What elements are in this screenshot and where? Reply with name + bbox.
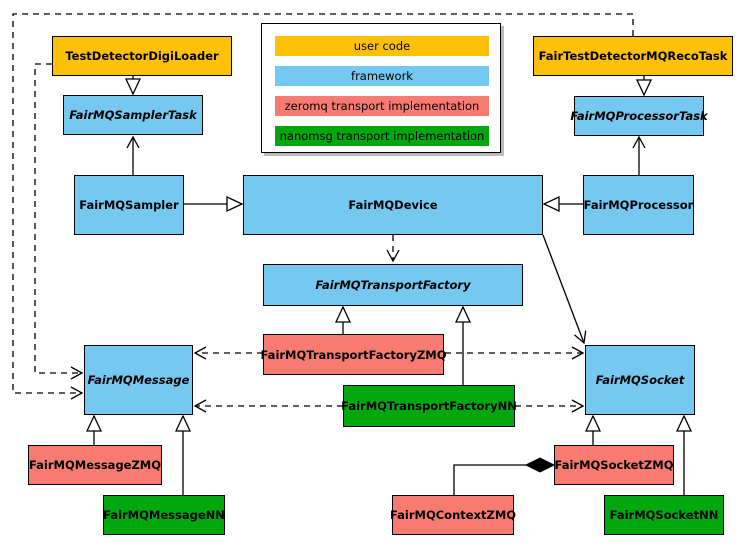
class-node-testdetectordigiloader: TestDetectorDigiLoader [52, 36, 232, 76]
class-node-fairmqmessagenn: FairMQMessageNN [103, 495, 225, 535]
legend-item-framework: framework [275, 66, 489, 86]
class-node-fairmqmessage: FairMQMessage [84, 345, 193, 415]
class-node-fairmqmessagezmq: FairMQMessageZMQ [28, 445, 162, 485]
legend-label: zeromq transport implementation [284, 99, 480, 113]
legend-label: user code [353, 39, 411, 53]
edge-assoc-device-socket [542, 234, 587, 345]
class-node-fairmqsocketzmq: FairMQSocketZMQ [554, 445, 674, 485]
class-node-fairmqdevice: FairMQDevice [243, 175, 543, 235]
class-node-fairmqtransportfactoryzmq: FairMQTransportFactoryZMQ [261, 334, 447, 375]
legend-box: user code framework zeromq transport imp… [261, 23, 501, 153]
legend-label: nanomsg transport implementation [279, 129, 485, 143]
composition-diamond [524, 457, 556, 473]
class-node-fairmqsamplertask: FairMQSamplerTask [63, 95, 203, 135]
class-node-fairmqsocket: FairMQSocket [585, 345, 695, 415]
legend-item-nanomsg: nanomsg transport implementation [275, 126, 489, 146]
class-node-fairmqprocessortask: FairMQProcessorTask [570, 96, 708, 136]
class-node-fairmqtransportfactorynn: FairMQTransportFactoryNN [341, 385, 517, 427]
legend-item-user-code: user code [275, 36, 489, 56]
legend-item-zeromq: zeromq transport implementation [275, 96, 489, 116]
class-node-fairmqsampler: FairMQSampler [74, 175, 184, 235]
class-node-fairmqsocketnn: FairMQSocketNN [604, 495, 724, 535]
class-node-fairmqtransportfactory: FairMQTransportFactory [263, 264, 523, 306]
legend-label: framework [351, 69, 413, 83]
edge-comp-contextzmq-socketzmq [453, 464, 527, 495]
class-node-fairmqprocessor: FairMQProcessor [583, 175, 694, 235]
class-node-fairtestdetectormqrecotask: FairTestDetectorMQRecoTask [533, 36, 733, 76]
class-node-fairmqcontextzmq: FairMQContextZMQ [390, 495, 516, 535]
